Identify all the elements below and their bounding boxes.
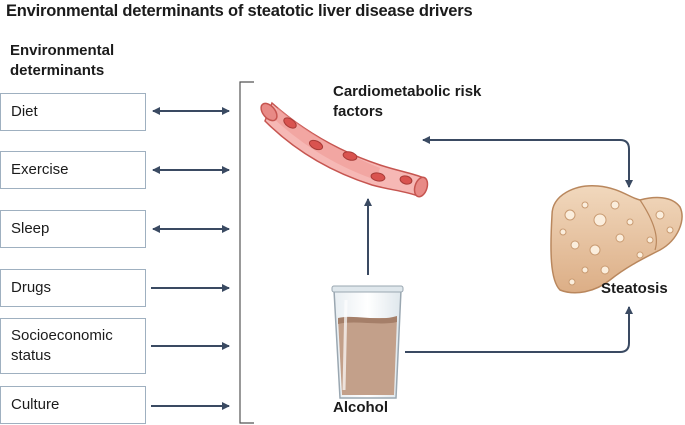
blood-vessel-illustration [260,101,429,198]
determinant-label: Diet [11,103,38,120]
alcohol-label: Alcohol [333,399,388,416]
arrow-alcohol-to-steatosis [405,306,633,353]
determinant-culture: Culture [0,386,146,424]
arrow-steatosis-cardiometabolic [422,136,633,188]
glass-illustration [331,285,404,399]
determinant-label: Drugs [11,279,52,296]
liver-illustration [550,185,683,294]
determinant-exercise: Exercise [0,151,146,189]
determinants-heading: Environmental determinants [10,42,115,79]
determinant-label: Sleep [11,220,50,237]
figure-title: Environmental determinants of steatotic … [6,2,473,20]
steatosis-label: Steatosis [601,280,668,297]
determinant-sleep: Sleep [0,210,146,248]
cardiometabolic-label: Cardiometabolic risk factors [333,83,482,120]
determinant-label: Socioeconomic status [11,327,113,364]
determinant-drugs: Drugs [0,269,146,307]
determinant-arrows [151,107,230,410]
determinant-label: Exercise [11,161,69,178]
grouping-bracket [239,81,254,424]
determinant-socioeconomic-status: Socioeconomic status [0,318,146,374]
determinant-diet: Diet [0,93,146,131]
determinant-label: Culture [11,396,60,413]
